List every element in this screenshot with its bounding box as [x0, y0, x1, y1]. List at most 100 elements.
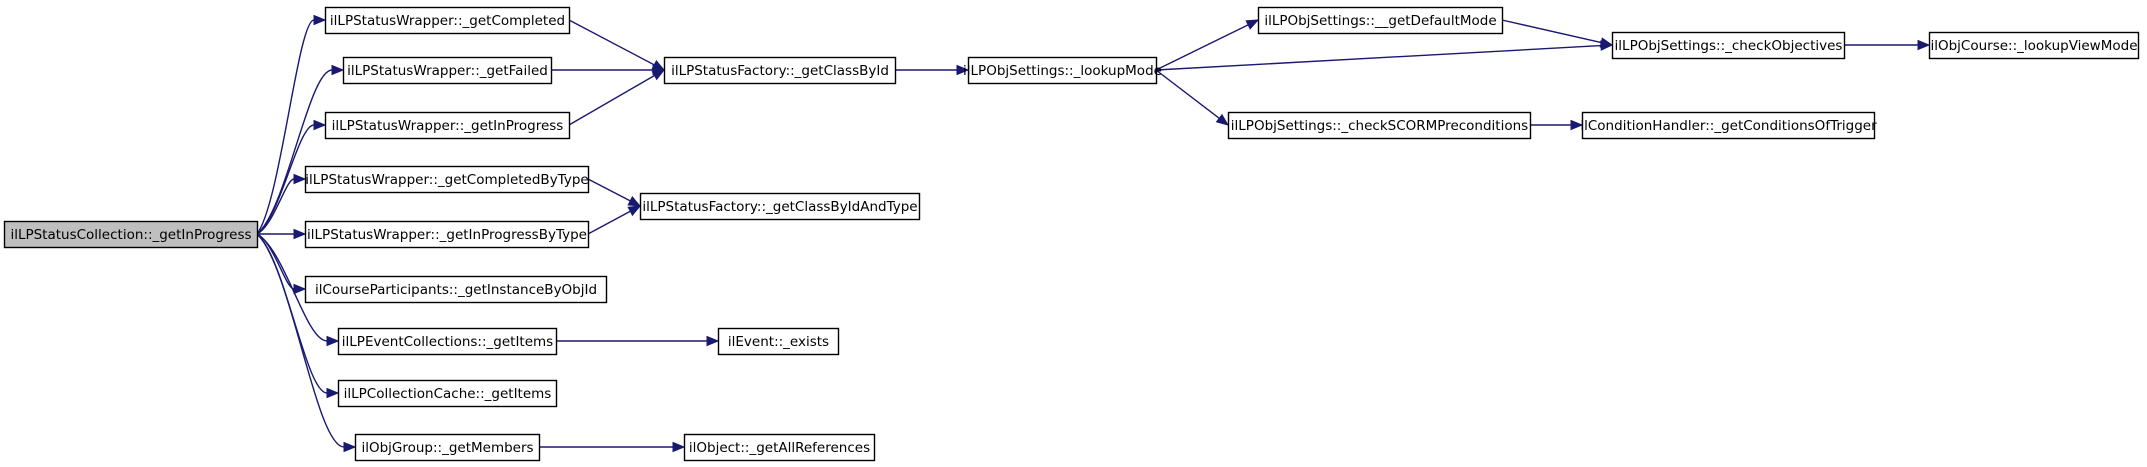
edge-line — [568, 74, 655, 126]
edge-n2-n10 — [551, 64, 666, 76]
edge-n5-n11 — [587, 205, 642, 235]
node-illpstatuswrapper-getfailed[interactable]: ilLPStatusWrapper::_getFailed — [342, 56, 553, 85]
edge-line — [256, 19, 315, 235]
node-label: ilLPStatusWrapper::_getInProgressByType — [307, 227, 587, 243]
node-box — [304, 275, 608, 304]
node-box — [1928, 31, 2140, 60]
node-box — [639, 192, 921, 221]
node-illpobjsettings-checkscormpreconditions[interactable]: ilLPObjSettings::_checkSCORMPrecondition… — [1227, 111, 1532, 140]
node-label: ilLPObjSettings::__getDefaultMode — [1264, 13, 1496, 29]
edge-n0-n9 — [256, 233, 357, 453]
node-illpstatuswrapper-getinprogress[interactable]: ilLPStatusWrapper::_getInProgress — [324, 111, 571, 140]
edge-line — [1155, 69, 1220, 119]
edge-n1-n10 — [568, 19, 666, 71]
arrowhead-icon — [343, 441, 357, 453]
edge-n17-n19 — [1844, 39, 1931, 51]
arrowhead-icon — [956, 64, 970, 76]
edge-n15-n17 — [1501, 19, 1614, 48]
node-label: ilObjCourse::_lookupViewMode — [1930, 38, 2137, 54]
node-label: ilObject::_getAllReferences — [689, 440, 870, 456]
edge-n7-n12 — [556, 335, 720, 347]
node-illpstatuswrapper-getcompleted[interactable]: ilLPStatusWrapper::_getCompleted — [324, 6, 571, 35]
node-illpstatuswrapper-getinprogressbytype[interactable]: ilLPStatusWrapper::_getInProgressByType — [304, 220, 590, 249]
nodes-layer: ilLPStatusCollection::_getInProgressilLP… — [3, 6, 2140, 462]
node-illpobjsettings-getdefaultmode[interactable]: ilLPObjSettings::__getDefaultMode — [1257, 6, 1504, 35]
node-label: ilLPStatusWrapper::_getFailed — [347, 63, 548, 79]
node-label: ilEvent::_exists — [728, 334, 829, 350]
node-illpcollectioncache-getitems[interactable]: ilLPCollectionCache::_getItems — [337, 379, 558, 408]
edge-n0-n1 — [256, 14, 327, 235]
arrowhead-icon — [326, 335, 340, 347]
node-label: ilLPStatusFactory::_getClassByIdAndType — [642, 199, 917, 215]
node-illpstatusfactory-getclassbyidandtype[interactable]: ilLPStatusFactory::_getClassByIdAndType — [639, 192, 921, 221]
node-box — [683, 433, 876, 462]
node-label: ilLPObjSettings::_lookupMode — [963, 63, 1162, 79]
edge-n14-n15 — [1155, 19, 1260, 71]
node-label: ilLPStatusWrapper::_getInProgress — [332, 118, 564, 134]
edge-line — [568, 19, 655, 66]
node-box — [324, 6, 571, 35]
edge-n16-n18 — [1530, 119, 1584, 131]
node-box — [304, 220, 590, 249]
node-ilcourseparticipants-getinstancebyobjid[interactable]: ilCourseParticipants::_getInstanceByObjI… — [304, 275, 608, 304]
node-illpobjsettings-checkobjectives[interactable]: ilLPObjSettings::_checkObjectives — [1611, 31, 1846, 60]
edge-n0-n7 — [256, 233, 340, 347]
edge-line — [256, 233, 345, 448]
node-box — [967, 56, 1158, 85]
edge-n0-n8 — [256, 233, 340, 399]
arrowhead-icon — [313, 119, 327, 131]
node-box — [324, 111, 571, 140]
arrowhead-icon — [1570, 119, 1584, 131]
arrowhead-icon — [1599, 37, 1614, 48]
edge-line — [256, 124, 315, 235]
node-box — [1227, 111, 1532, 140]
node-box — [1257, 6, 1504, 35]
edge-n3-n10 — [568, 69, 666, 126]
edge-n0-n3 — [256, 119, 327, 235]
edge-n9-n13 — [539, 441, 686, 453]
edge-line — [587, 178, 631, 202]
edges-layer — [256, 14, 1931, 453]
edge-line — [587, 210, 631, 235]
arrowhead-icon — [293, 283, 307, 295]
node-label: ilConditionHandler::_getConditionsOfTrig… — [1580, 118, 1877, 134]
node-ilobject-getallreferences[interactable]: ilObject::_getAllReferences — [683, 433, 876, 462]
edge-line — [1155, 24, 1249, 71]
arrowhead-icon — [1917, 39, 1931, 51]
node-ilevent-exists[interactable]: ilEvent::_exists — [717, 327, 840, 356]
node-illpstatusfactory-getclassbyid[interactable]: ilLPStatusFactory::_getClassById — [663, 56, 897, 85]
arrowhead-icon — [706, 335, 720, 347]
edge-line — [1155, 44, 1602, 71]
node-illpstatuscollection-getinprogress: ilLPStatusCollection::_getInProgress — [3, 220, 259, 249]
edge-n10-n14 — [895, 64, 970, 76]
node-label: ilObjGroup::_getMembers — [361, 440, 533, 456]
node-label: ilLPStatusFactory::_getClassById — [671, 63, 889, 79]
edge-n0-n2 — [256, 64, 345, 235]
node-illpobjsettings-lookupmode[interactable]: ilLPObjSettings::_lookupMode — [963, 56, 1162, 85]
node-label: ilLPObjSettings::_checkSCORMPrecondition… — [1231, 118, 1528, 134]
node-box — [1611, 31, 1846, 60]
node-label: ilLPEventCollections::_getItems — [342, 334, 553, 350]
node-ilobjcourse-lookupviewmode[interactable]: ilObjCourse::_lookupViewMode — [1928, 31, 2140, 60]
node-box — [717, 327, 840, 356]
node-box — [663, 56, 897, 85]
node-box — [354, 433, 541, 462]
node-box — [337, 327, 558, 356]
edge-n14-n17 — [1155, 40, 1614, 71]
node-ilobjgroup-getmembers[interactable]: ilObjGroup::_getMembers — [354, 433, 541, 462]
node-box — [342, 56, 553, 85]
edge-n14-n16 — [1155, 69, 1230, 126]
edge-n0-n5 — [257, 228, 307, 240]
arrowhead-icon — [326, 387, 340, 399]
node-label: ilLPStatusWrapper::_getCompleted — [330, 13, 565, 29]
node-label: ilLPObjSettings::_checkObjectives — [1615, 38, 1843, 54]
arrowhead-icon — [1245, 19, 1260, 30]
node-label: ilCourseParticipants::_getInstanceByObjI… — [315, 282, 597, 298]
node-box — [1581, 111, 1876, 140]
node-label: ilLPStatusWrapper::_getCompletedByType — [305, 172, 588, 188]
arrowhead-icon — [331, 64, 345, 76]
node-ilconditionhandler-getconditionsoftrigger[interactable]: ilConditionHandler::_getConditionsOfTrig… — [1580, 111, 1877, 140]
edge-n0-n4 — [256, 173, 307, 235]
node-illpeventcollections-getitems[interactable]: ilLPEventCollections::_getItems — [337, 327, 558, 356]
node-illpstatuswrapper-getcompletedbytype[interactable]: ilLPStatusWrapper::_getCompletedByType — [304, 165, 590, 194]
